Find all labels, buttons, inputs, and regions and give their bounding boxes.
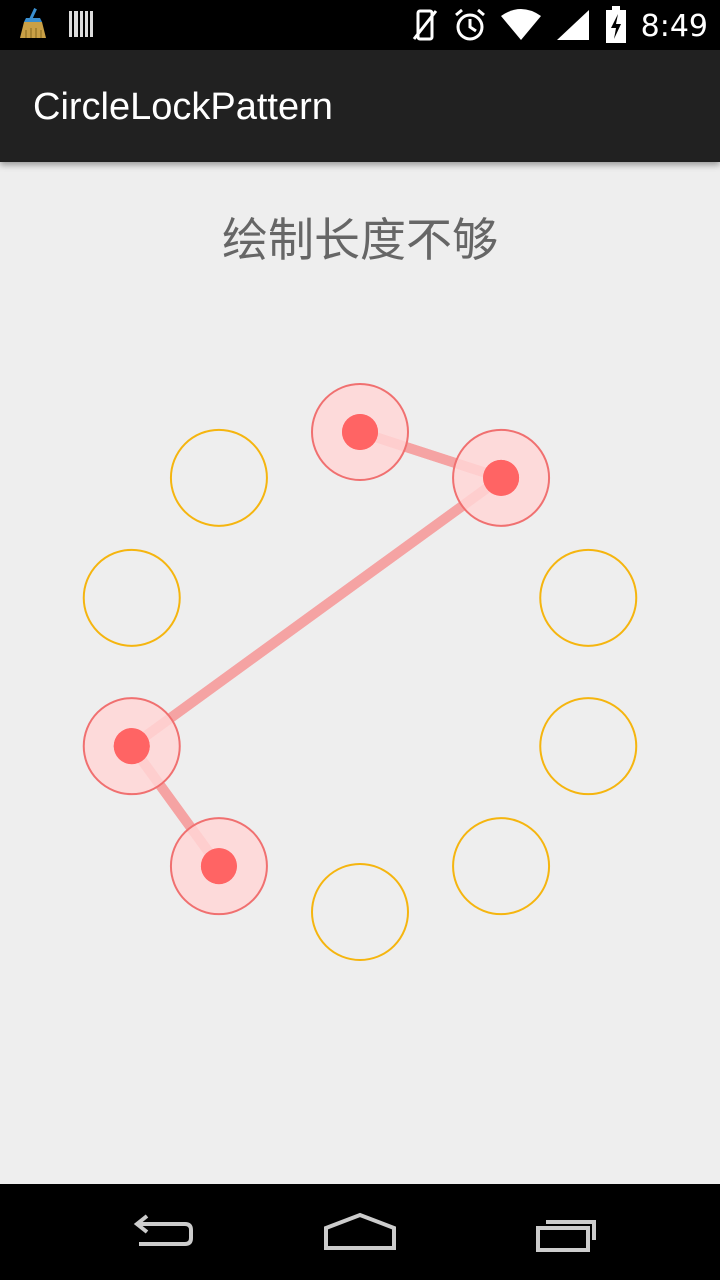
- pattern-node-ring: [82, 548, 181, 647]
- wifi-icon: [500, 8, 541, 46]
- system-icons: 8:49: [411, 6, 708, 48]
- pattern-node[interactable]: [539, 548, 638, 647]
- action-bar: CircleLockPattern: [0, 50, 720, 162]
- pattern-node[interactable]: [311, 863, 409, 961]
- pattern-node[interactable]: [539, 697, 638, 796]
- pattern-node-dot: [200, 848, 237, 885]
- home-button[interactable]: [315, 1204, 405, 1260]
- recents-button[interactable]: [517, 1204, 607, 1260]
- recents-icon: [536, 1220, 596, 1252]
- pattern-node-dot: [113, 728, 150, 765]
- pattern-node-ring: [452, 817, 551, 916]
- battery-charging-icon: [605, 6, 627, 48]
- pattern-node[interactable]: [452, 817, 551, 916]
- pattern-node-ring: [169, 428, 268, 527]
- barcode-icon: [68, 9, 94, 43]
- pattern-path-line-overlay: [126, 427, 507, 870]
- pattern-node-ring: [311, 863, 409, 961]
- pattern-node-ring: [539, 697, 638, 796]
- cleaner-app-icon: [16, 8, 50, 44]
- status-message: 绘制长度不够: [222, 213, 498, 267]
- navigation-bar: [0, 1184, 720, 1280]
- alarm-icon: [453, 7, 487, 47]
- home-icon: [324, 1212, 396, 1250]
- notification-icons: [16, 8, 94, 44]
- status-bar: 8:49: [0, 0, 720, 50]
- circle-lock-pattern[interactable]: [0, 162, 720, 1184]
- vibrate-off-icon: [411, 7, 439, 47]
- lock-pattern-screen: 绘制长度不够: [0, 162, 720, 1184]
- pattern-node-dot: [342, 414, 378, 450]
- pattern-node-dot: [483, 459, 520, 496]
- pattern-path-line: [126, 427, 507, 870]
- clock-time: 8:49: [640, 9, 708, 44]
- pattern-node-ring: [539, 548, 638, 647]
- pattern-node[interactable]: [82, 548, 181, 647]
- pattern-node[interactable]: [169, 428, 268, 527]
- signal-icon: [555, 8, 591, 46]
- app-title: CircleLockPattern: [33, 86, 333, 128]
- back-button[interactable]: [115, 1204, 205, 1260]
- back-icon: [133, 1214, 193, 1246]
